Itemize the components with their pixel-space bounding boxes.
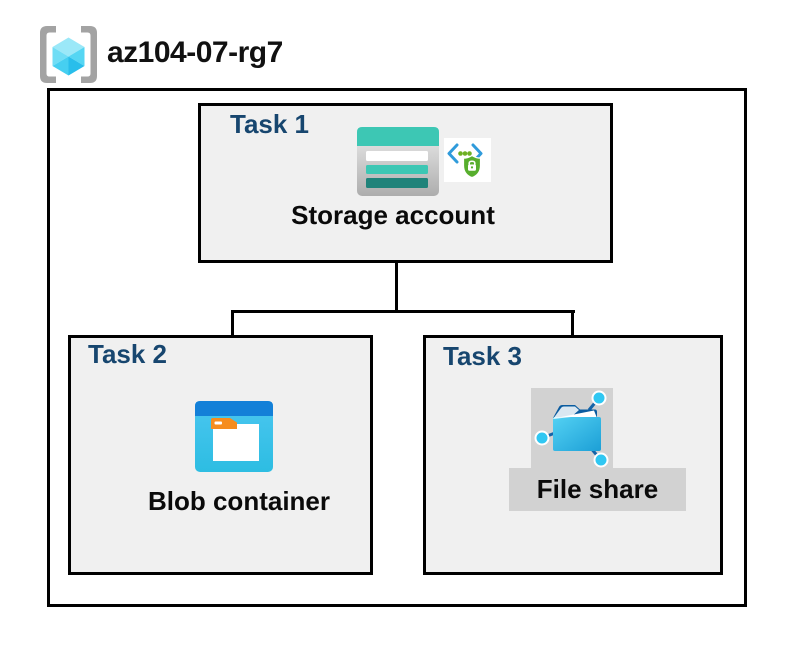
task3-label: Task 3 [443, 341, 523, 371]
storage-account-label: Storage account [291, 200, 495, 230]
blob-container-icon [195, 401, 273, 472]
file-share-icon-highlight [531, 388, 613, 468]
file-share-icon [534, 390, 609, 468]
resource-group-title: az104-07-rg7 [107, 36, 283, 69]
connector-branch-horizontal [231, 310, 575, 313]
task2-label: Task 2 [88, 339, 168, 369]
blob-container-label: Blob container [147, 486, 330, 516]
task1-label: Task 1 [230, 109, 310, 139]
storage-account-icon [357, 127, 439, 196]
sas-secure-access-icon [444, 138, 491, 182]
connector-storage-stem [395, 236, 398, 313]
file-share-label-highlight: File share [509, 468, 686, 511]
file-share-label: File share [536, 474, 659, 504]
resource-group-icon [39, 25, 98, 84]
